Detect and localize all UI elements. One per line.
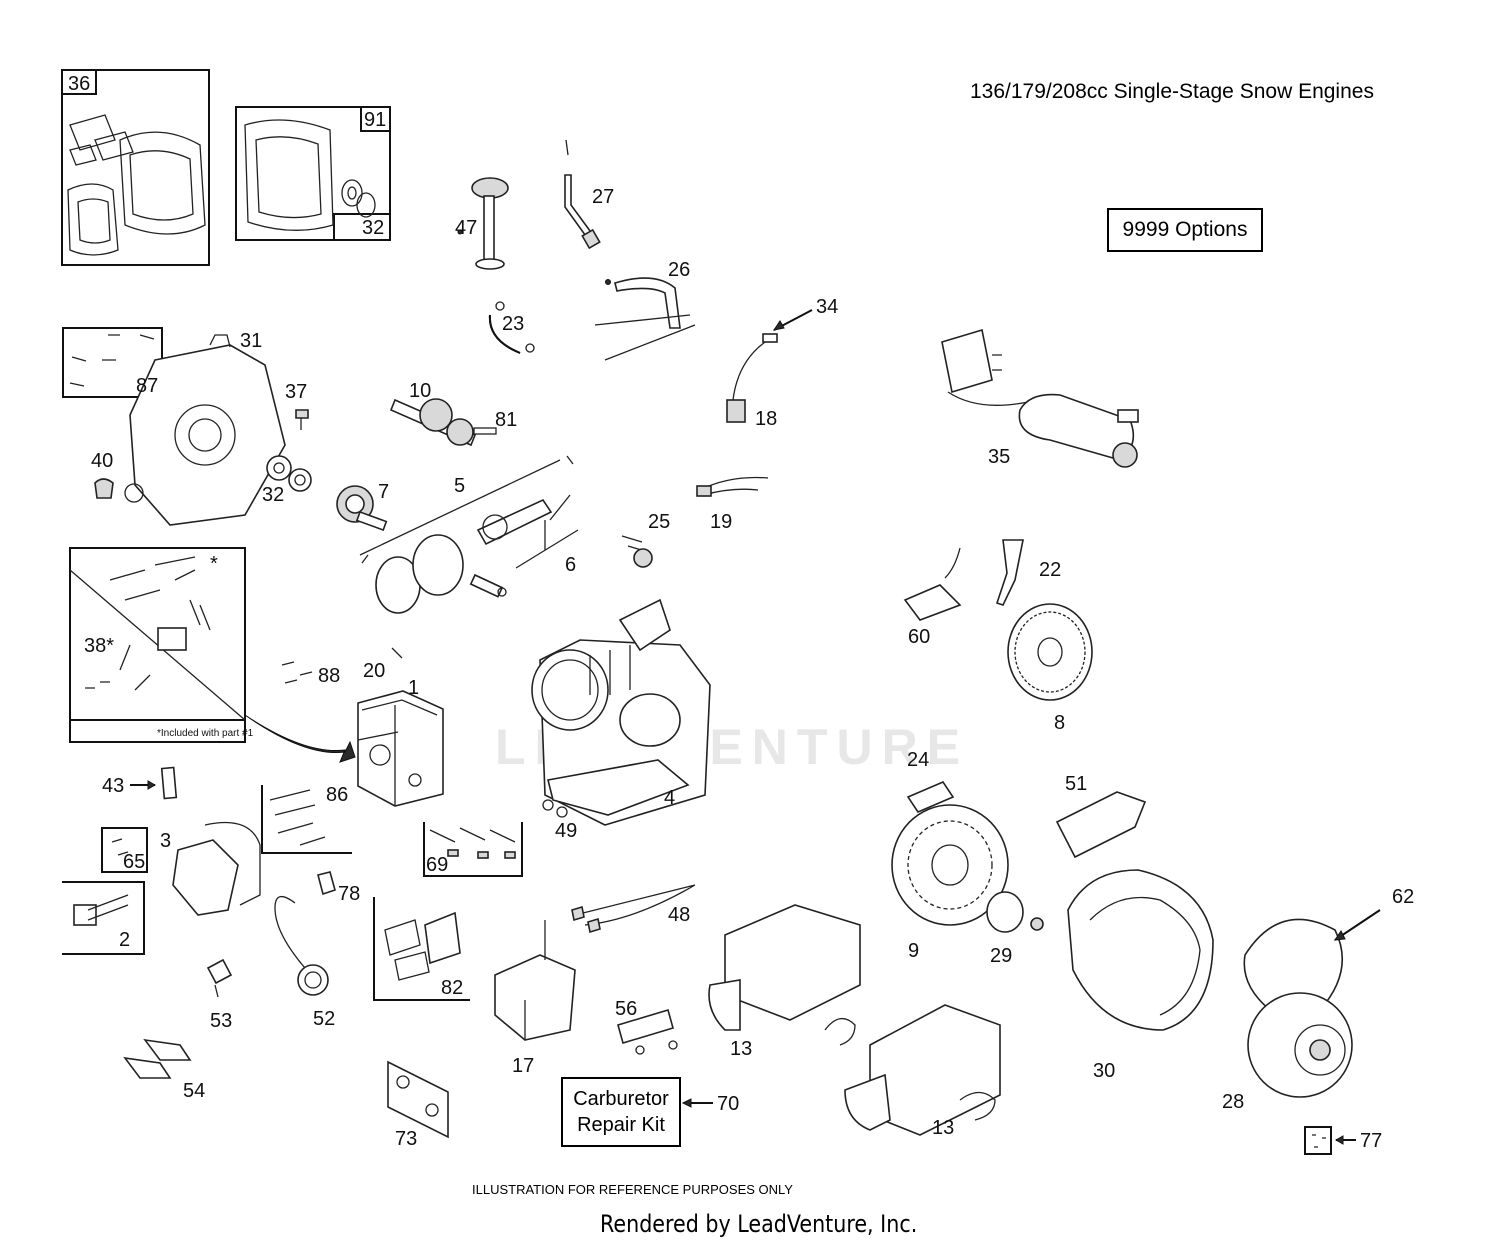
callout-18[interactable]: 18 (755, 408, 777, 430)
seal-bearing-37-32-40 (94, 409, 312, 503)
callout-10[interactable]: 10 (409, 380, 431, 402)
callout-82[interactable]: 82 (441, 977, 463, 999)
callout-73[interactable]: 73 (395, 1128, 417, 1150)
bolt-kit-69 (423, 822, 523, 877)
piston-rod-5-6 (359, 455, 579, 614)
callout-26[interactable]: 26 (668, 259, 690, 281)
callout-9[interactable]: 9 (908, 940, 919, 962)
callout-77[interactable]: 77 (1360, 1130, 1382, 1152)
callout-28[interactable]: 28 (1222, 1091, 1244, 1113)
callout-25[interactable]: 25 (648, 511, 670, 533)
callout-47[interactable]: 47 (455, 217, 477, 239)
engine-block-4 (531, 598, 711, 826)
callout-56[interactable]: 56 (615, 998, 637, 1020)
callout-29[interactable]: 29 (990, 945, 1012, 967)
rendered-by: Rendered by LeadVenture, Inc. (600, 1210, 918, 1238)
callout-6[interactable]: 6 (565, 554, 576, 576)
parts-22-60-8 (903, 539, 1093, 701)
callout-37[interactable]: 37 (285, 381, 307, 403)
callout-2[interactable]: 2 (119, 929, 130, 951)
callout-87[interactable]: 87 (136, 375, 158, 397)
callout-34[interactable]: 34 (816, 296, 838, 318)
carb-kit-line2: Repair Kit (577, 1114, 665, 1136)
kill-wire-34-18 (726, 309, 813, 423)
callout-20[interactable]: 20 (363, 660, 385, 682)
callout-69[interactable]: 69 (426, 854, 448, 876)
callout-36[interactable]: 36 (68, 73, 90, 95)
callout-32a[interactable]: 32 (362, 217, 384, 239)
callout-13b[interactable]: 13 (932, 1117, 954, 1139)
callout-27[interactable]: 27 (592, 186, 614, 208)
callout-7[interactable]: 7 (378, 481, 389, 503)
callout-4[interactable]: 4 (664, 787, 675, 809)
callout-51[interactable]: 51 (1065, 773, 1087, 795)
callout-17[interactable]: 17 (512, 1055, 534, 1077)
callout-24[interactable]: 24 (907, 749, 929, 771)
gasket-kit-36 (61, 69, 210, 266)
callout-labels: 36 91 32 47 27 26 23 34 18 31 87 37 10 8… (68, 73, 1414, 1152)
callout-1[interactable]: 1 (408, 677, 419, 699)
callout-32b[interactable]: 32 (262, 484, 284, 506)
crankcase-cover-31 (62, 327, 286, 526)
callout-22[interactable]: 22 (1039, 559, 1061, 581)
callout-53[interactable]: 53 (210, 1010, 232, 1032)
right-side-parts (891, 781, 1381, 1155)
rod-27 (564, 139, 601, 250)
callout-31[interactable]: 31 (240, 330, 262, 352)
callout-23[interactable]: 23 (502, 313, 524, 335)
callout-13a[interactable]: 13 (730, 1038, 752, 1060)
lower-center-parts (123, 884, 1001, 1139)
callout-62[interactable]: 62 (1392, 886, 1414, 908)
callout-60[interactable]: 60 (908, 626, 930, 648)
callout-49[interactable]: 49 (555, 820, 577, 842)
callout-88[interactable]: 88 (318, 665, 340, 687)
callout-19[interactable]: 19 (710, 511, 732, 533)
cylinder-head-1 (244, 647, 444, 807)
callout-70[interactable]: 70 (717, 1093, 739, 1115)
callout-81[interactable]: 81 (495, 409, 517, 431)
reference-note: ILLUSTRATION FOR REFERENCE PURPOSES ONLY (472, 1182, 793, 1197)
callout-40[interactable]: 40 (91, 450, 113, 472)
parts-25-19 (621, 476, 769, 568)
callout-30[interactable]: 30 (1093, 1060, 1115, 1082)
callout-52[interactable]: 52 (313, 1008, 335, 1030)
callout-86[interactable]: 86 (326, 784, 348, 806)
camshaft-7 (336, 485, 388, 532)
callout-38[interactable]: 38* (84, 635, 114, 657)
callout-8[interactable]: 8 (1054, 712, 1065, 734)
callout-48[interactable]: 48 (668, 904, 690, 926)
page-title: 136/179/208cc Single-Stage Snow Engines (970, 80, 1374, 103)
crankshaft-10 (389, 398, 497, 447)
options-box[interactable]: 9999 Options (1107, 208, 1263, 252)
callout-65[interactable]: 65 (123, 851, 145, 873)
callout-91[interactable]: 91 (364, 109, 386, 131)
carburetor-repair-kit-box[interactable]: Carburetor Repair Kit (561, 1077, 681, 1147)
dipstick-47 (457, 177, 509, 270)
callout-43[interactable]: 43 (102, 775, 124, 797)
inset-note: *Included with part #1 (157, 728, 254, 739)
electric-starter-35 (941, 328, 1139, 468)
callout-asterisk: * (210, 553, 218, 575)
gasket-kit-91 (235, 106, 391, 241)
callout-3[interactable]: 3 (160, 830, 171, 852)
callout-35[interactable]: 35 (988, 446, 1010, 468)
carb-kit-line1: Carburetor (573, 1088, 669, 1110)
lower-left-parts (62, 766, 352, 955)
linkage-26 (594, 277, 696, 361)
callout-78[interactable]: 78 (338, 883, 360, 905)
hose-23 (488, 301, 535, 354)
callout-54[interactable]: 54 (183, 1080, 205, 1102)
callout-5[interactable]: 5 (454, 475, 465, 497)
valve-inset-38: *Included with part #1 (69, 547, 254, 743)
